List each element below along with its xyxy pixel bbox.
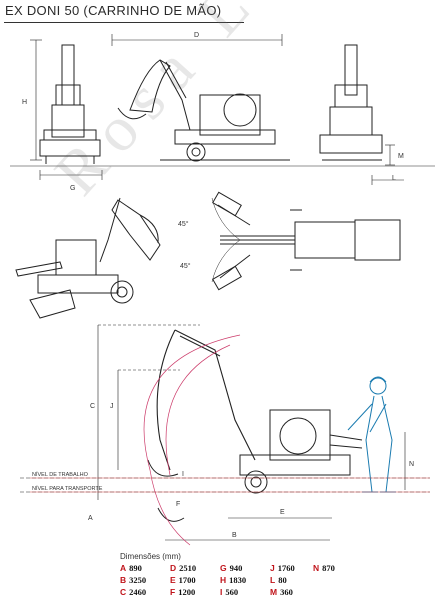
dim-key: C bbox=[120, 587, 127, 597]
operator-figure bbox=[347, 376, 396, 493]
dim-label-b: B bbox=[232, 532, 237, 539]
dim-label-i: I bbox=[182, 471, 184, 478]
dim-value: 940 bbox=[229, 563, 243, 573]
dim-label-h: H bbox=[22, 99, 27, 106]
title-underline bbox=[4, 22, 244, 23]
perspective-view bbox=[15, 197, 161, 319]
dim-label-n: N bbox=[409, 461, 414, 468]
side-view-top bbox=[111, 34, 290, 162]
dim-key: A bbox=[120, 563, 127, 573]
dim-key: J bbox=[270, 563, 275, 573]
diagram-title: EX DONI 50 (CARRINHO DE MÃO) bbox=[5, 3, 222, 18]
dim-label-j: J bbox=[110, 403, 114, 410]
dim-key: F bbox=[170, 587, 176, 597]
dim-value: 1760 bbox=[277, 563, 295, 573]
level-lines bbox=[30, 477, 430, 493]
dim-value: 3250 bbox=[129, 575, 147, 585]
reach-view bbox=[20, 324, 430, 541]
dim-key: B bbox=[120, 575, 127, 585]
dim-label-g: G bbox=[70, 185, 75, 192]
dim-value: 360 bbox=[280, 587, 293, 597]
dim-key: D bbox=[170, 563, 177, 573]
dim-key: G bbox=[220, 563, 227, 573]
dim-value: 80 bbox=[278, 575, 287, 585]
dim-key: L bbox=[270, 575, 276, 585]
dim-label-e: E bbox=[280, 509, 285, 516]
reach-envelope bbox=[143, 334, 241, 546]
dim-label-m: M bbox=[398, 153, 404, 160]
dim-value: 870 bbox=[322, 563, 335, 573]
dim-label-angle-top: 45° bbox=[178, 220, 189, 228]
front-view-left bbox=[30, 39, 103, 180]
dim-label-a: A bbox=[88, 515, 93, 522]
dim-value: 1700 bbox=[178, 575, 196, 585]
dim-key: H bbox=[220, 575, 227, 585]
dim-label-angle-bottom: 45° bbox=[180, 262, 191, 270]
dim-value: 1200 bbox=[178, 587, 196, 597]
dim-label-f: F bbox=[176, 501, 180, 508]
dim-key: I bbox=[220, 587, 223, 597]
transport-level-label: NÍVEL PARA TRANSPORTE bbox=[32, 486, 103, 492]
dimensions-title: Dimensões (mm) bbox=[120, 552, 181, 561]
dim-label-l: L bbox=[392, 175, 396, 182]
dim-value: 560 bbox=[225, 587, 239, 597]
top-view bbox=[211, 191, 401, 291]
dim-value: 2510 bbox=[179, 563, 197, 573]
dim-key: E bbox=[170, 575, 176, 585]
dim-label-c: C bbox=[90, 403, 95, 410]
rear-view-top bbox=[319, 44, 404, 185]
dim-label-d: D bbox=[194, 32, 199, 39]
work-level-label: NÍVEL DE TRABALHO bbox=[32, 472, 88, 478]
dim-value: 2460 bbox=[129, 587, 147, 597]
dim-key: N bbox=[313, 563, 320, 573]
dim-key: M bbox=[270, 587, 278, 597]
dim-value: 890 bbox=[129, 563, 142, 573]
dim-value: 1830 bbox=[229, 575, 247, 585]
